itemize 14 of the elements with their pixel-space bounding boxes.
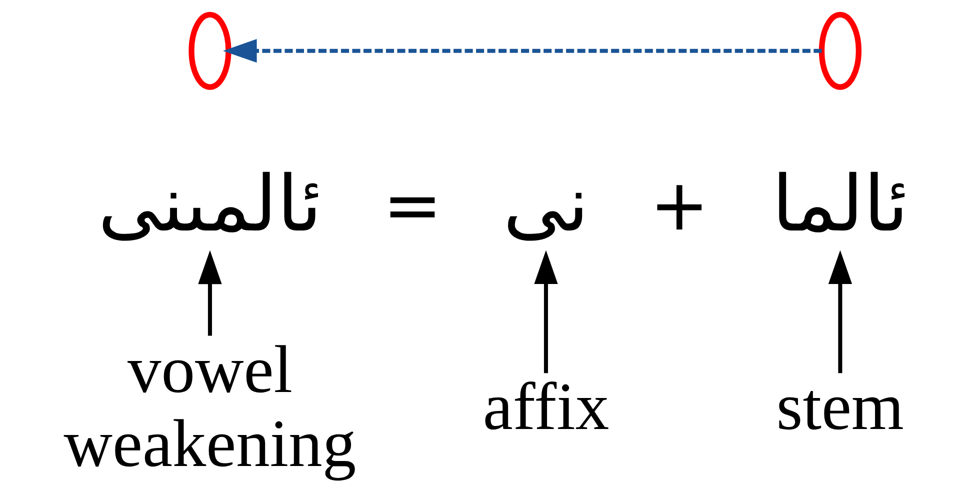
node-circle [818,12,861,90]
node-text: ئالمىنى [97,160,322,250]
arrow [198,250,222,336]
node-text: نى [502,160,588,250]
node-circle [188,12,231,90]
node-text: vowel weakening [63,332,356,481]
node-text: ئالما [771,160,908,250]
label: = [382,164,442,247]
arrow [222,39,822,63]
node-text: stem [776,368,904,444]
node-text: affix [482,368,609,444]
arrow [828,250,852,374]
arrow [534,250,558,374]
label: + [649,164,709,247]
